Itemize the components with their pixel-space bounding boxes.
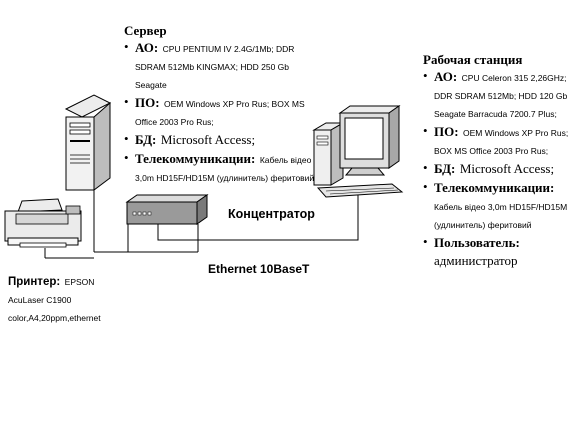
workstation-database-value: Microsoft Access; (459, 161, 555, 176)
network-label: Ethernet 10BaseT (208, 262, 310, 276)
workstation-user-label: Пользователь: (434, 235, 520, 250)
server-description: Сервер • АО: CPU PENTIUM IV 2.4G/1Mb; DD… (124, 23, 319, 186)
workstation-item-database: • БД: Microsoft Access; (423, 160, 575, 178)
printer-label: Принтер: (8, 276, 61, 288)
bullet: • (423, 123, 428, 138)
server-telecom-label: Телекоммуникации: (135, 151, 256, 166)
workstation-icon (312, 105, 404, 198)
server-tower-icon (64, 94, 112, 191)
bullet: • (124, 94, 129, 109)
workstation-user-value: администратор (434, 253, 518, 268)
cable-hub-to-workstation (157, 193, 359, 241)
bullet: • (423, 68, 428, 83)
bullet: • (423, 234, 428, 249)
workstation-item-software: • ПО: OEM Windows XP Pro Rus; BOX MS Off… (423, 123, 575, 159)
workstation-software-value: OEM Windows XP Pro Rus; BOX MS Office 20… (434, 128, 569, 156)
printer-value: EPSON AcuLaser C1900 color,A4,20ppm,ethe… (8, 277, 101, 323)
printer-description: Принтер: EPSON AcuLaser C1900 color,A4,2… (8, 272, 128, 326)
workstation-description: Рабочая станция • АО: CPU Celeron 315 2,… (423, 52, 575, 270)
workstation-item-hardware: • АО: CPU Celeron 315 2,26GHz; DDR SDRAM… (423, 68, 575, 122)
printer-icon (4, 198, 82, 248)
server-database-value: Microsoft Access; (160, 132, 256, 147)
workstation-hardware-value: CPU Celeron 315 2,26GHz; DDR SDRAM 512Mb… (434, 73, 568, 119)
server-item-telecom: • Телекоммуникации: Кабель відео 3,0m HD… (124, 150, 319, 186)
server-hardware-value: CPU PENTIUM IV 2.4G/1Mb; DDR SDRAM 512Mb… (135, 44, 295, 90)
workstation-software-label: ПО: (434, 124, 459, 139)
bullet: • (124, 150, 129, 165)
workstation-hardware-label: АО: (434, 69, 458, 84)
server-hardware-label: АО: (135, 40, 159, 55)
server-item-database: • БД: Microsoft Access; (124, 131, 319, 149)
server-telecom-value: Кабель відео 3,0m HD15F/HD15M (удлинител… (135, 155, 315, 183)
server-database-label: БД: (135, 132, 157, 147)
workstation-database-label: БД: (434, 161, 456, 176)
server-title: Сервер (124, 23, 167, 38)
workstation-telecom-value: Кабель відео 3,0m HD15F/HD15M (удлинител… (434, 202, 568, 230)
bullet: • (423, 179, 428, 194)
hub-label: Концентратор (228, 207, 315, 221)
server-item-hardware: • АО: CPU PENTIUM IV 2.4G/1Mb; DDR SDRAM… (124, 39, 319, 93)
workstation-title: Рабочая станция (423, 52, 523, 67)
bullet: • (124, 131, 129, 146)
hub-icon (125, 194, 209, 225)
workstation-item-user: • Пользователь: администратор (423, 234, 575, 270)
server-software-value: OEM Windows XP Pro Rus; BOX MS Office 20… (135, 99, 305, 127)
bullet: • (124, 39, 129, 54)
server-software-label: ПО: (135, 95, 160, 110)
server-item-software: • ПО: OEM Windows XP Pro Rus; BOX MS Off… (124, 94, 319, 130)
workstation-item-telecom: • Телекоммуникации: Кабель відео 3,0m HD… (423, 179, 575, 233)
bullet: • (423, 160, 428, 175)
workstation-telecom-label: Телекоммуникации: (434, 180, 555, 195)
